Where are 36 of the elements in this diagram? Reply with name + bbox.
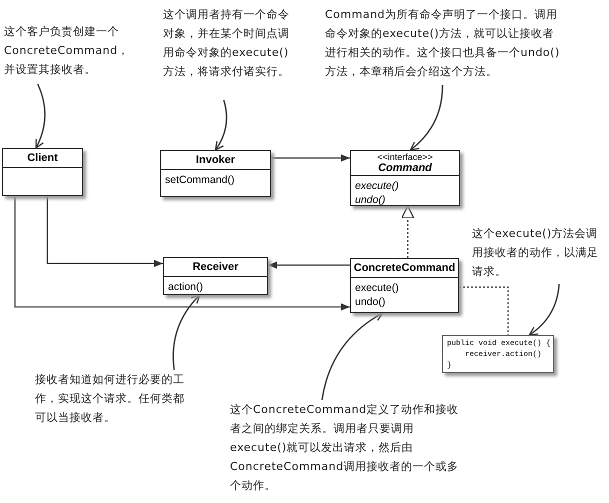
arrow [268, 262, 350, 269]
annotation-text: 接收者知道如何进行必要的工作，实现这个请求。任何类都可以当接收者。 [35, 370, 195, 432]
class-box [350, 258, 459, 313]
annotation-text: 这个execute()方法会调用接收者的动作，以满足请求。 [472, 224, 604, 284]
leader-arrow [528, 284, 560, 336]
arrow [14, 196, 350, 311]
method-name: setCommand() [165, 173, 236, 187]
class-box [350, 150, 460, 206]
method-name: undo() [355, 193, 386, 207]
leader-arrow [214, 100, 228, 151]
method-name: action() [168, 280, 204, 294]
connector-line [459, 286, 509, 335]
method-name: execute() [355, 281, 400, 295]
leader-arrow [35, 84, 46, 149]
class-name: Receiver [192, 261, 238, 273]
annotation-text: Command为所有命令声明了一个接口。调用命令对象的execute()方法，就可以让接收者进行相关的动作。这个接口也具备一个undo()方法，本章稍后会介绍这个方法。 [325, 5, 560, 85]
class-name: Client [27, 152, 58, 164]
arrow [46, 196, 163, 268]
leader-arrow [410, 84, 444, 151]
leader-arrow [172, 294, 200, 370]
leader-arrow [321, 312, 384, 400]
annotation-text: 这个调用者持有一个命令对象，并在某个时间点调用命令对象的execute()方法，将请求付诸实行。 [163, 5, 298, 100]
class-box [160, 150, 271, 197]
arrow [271, 154, 350, 162]
class-name: Invoker [196, 154, 236, 166]
arrow [401, 205, 414, 258]
annotation-text: 这个ConcreteCommand定义了动作和接收者之间的绑定关系。调用者只要调用execute()就可以发出请求，然后由ConcreteCommand调用接收者的一个或多个动作。 [230, 400, 460, 500]
stereotype-label: <<interface>> [376, 152, 434, 162]
method-name: undo() [355, 295, 386, 309]
code-box [442, 335, 554, 373]
class-name: ConcreteCommand [354, 262, 456, 274]
class-name: Command [377, 162, 433, 174]
method-name: execute() [355, 179, 400, 193]
class-box [163, 257, 268, 295]
annotation-text: 这个客户负责创建一个ConcreteCommand，并设置其接收者。 [4, 22, 129, 84]
class-box [2, 148, 83, 196]
